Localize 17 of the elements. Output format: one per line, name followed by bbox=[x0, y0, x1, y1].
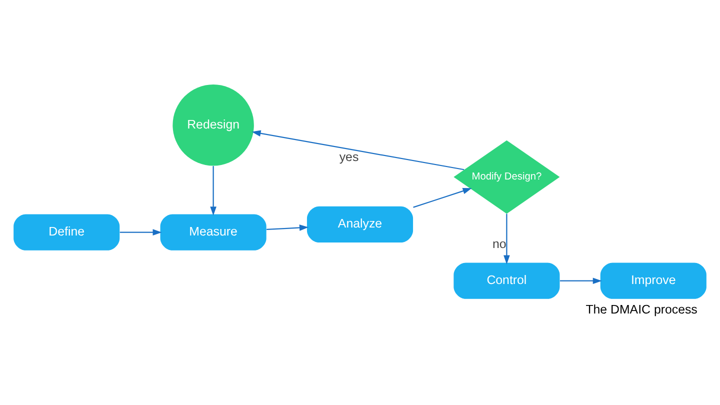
edge-label: no bbox=[492, 236, 506, 250]
node-box: Analyze bbox=[306, 206, 414, 242]
arrow bbox=[504, 213, 510, 264]
arrow bbox=[252, 130, 464, 170]
arrow bbox=[413, 187, 472, 208]
node-diamond: Modify Design? bbox=[454, 140, 560, 214]
arrow bbox=[210, 166, 216, 216]
node-circle: Redesign bbox=[172, 84, 254, 166]
edge-label: yes bbox=[339, 149, 359, 164]
node-box: Measure bbox=[160, 214, 266, 250]
arrow bbox=[266, 224, 309, 230]
node-box: Define bbox=[14, 214, 120, 250]
arrow bbox=[120, 228, 162, 235]
node-box: Control bbox=[454, 262, 560, 298]
caption: The DMAIC process bbox=[586, 302, 698, 316]
arrow bbox=[560, 277, 602, 284]
node-box: Improve bbox=[600, 262, 706, 298]
